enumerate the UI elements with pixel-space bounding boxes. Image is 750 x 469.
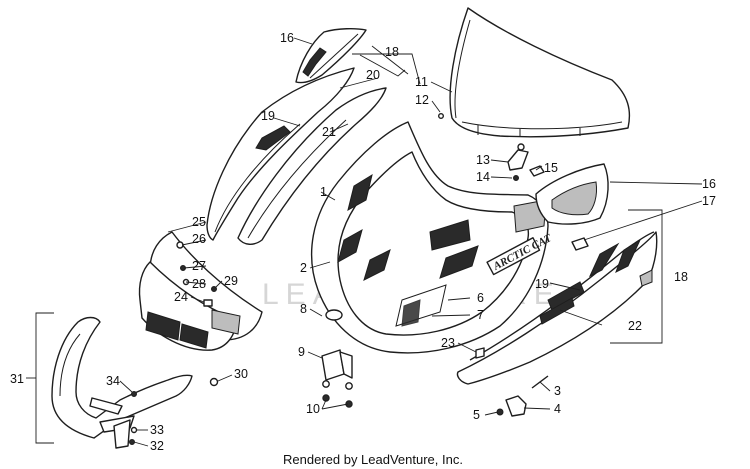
nut-32-icon [129, 439, 135, 445]
hinge-bracket-9[interactable] [321, 349, 353, 408]
callout-1[interactable]: 1 [320, 185, 327, 199]
callout-12[interactable]: 12 [415, 93, 429, 107]
callout-18[interactable]: 18 [385, 45, 399, 59]
left-side-trim[interactable] [206, 67, 355, 241]
callout-13[interactable]: 13 [476, 153, 490, 167]
callout-33[interactable]: 33 [150, 423, 164, 437]
callout-21[interactable]: 21 [322, 125, 336, 139]
mount-bracket-4[interactable] [496, 375, 549, 417]
windshield-screw-icon [438, 112, 445, 119]
nut-34-icon [131, 391, 137, 397]
callout-8[interactable]: 8 [300, 302, 307, 316]
bolt-15[interactable] [529, 165, 545, 177]
clip-17[interactable] [571, 237, 589, 251]
callout-10[interactable]: 10 [306, 402, 320, 416]
callout-32[interactable]: 32 [150, 439, 164, 453]
front-bumper[interactable] [51, 316, 193, 449]
footer-credit: Rendered by LeadVenture, Inc. [283, 452, 463, 467]
callout-25[interactable]: 25 [192, 215, 206, 229]
callout-34[interactable]: 34 [106, 374, 120, 388]
callout-26[interactable]: 26 [192, 232, 206, 246]
callout-11[interactable]: 11 [415, 75, 428, 89]
callout-16-right[interactable]: 16 [702, 177, 716, 191]
callout-31[interactable]: 31 [10, 372, 24, 386]
callout-18-right[interactable]: 18 [674, 270, 688, 284]
callout-16[interactable]: 16 [280, 31, 294, 45]
callout-5[interactable]: 5 [473, 408, 480, 422]
hood[interactable]: ARCTIC CAT [311, 121, 555, 354]
callout-19[interactable]: 19 [261, 109, 275, 123]
callout-2[interactable]: 2 [300, 261, 307, 275]
callout-24[interactable]: 24 [174, 290, 188, 304]
callout-9[interactable]: 9 [298, 345, 305, 359]
right-vent-panel[interactable] [535, 163, 609, 225]
windshield[interactable] [438, 7, 631, 138]
right-side-panel[interactable] [456, 231, 658, 385]
leader-lines [26, 37, 703, 447]
callout-20[interactable]: 20 [366, 68, 380, 82]
clip-24 [203, 299, 213, 307]
washer-30-icon [209, 377, 219, 387]
callout-3[interactable]: 3 [554, 384, 561, 398]
callout-7[interactable]: 7 [477, 308, 484, 322]
callouts: 16 18 20 19 21 1 2 8 11 12 13 14 15 16 1… [10, 31, 716, 453]
callout-30[interactable]: 30 [234, 367, 248, 381]
callout-14[interactable]: 14 [476, 170, 490, 184]
hood-emblem-icon [325, 309, 343, 321]
nut-14-icon [513, 175, 519, 181]
callout-19-right[interactable]: 19 [535, 277, 549, 291]
callout-27[interactable]: 27 [192, 259, 206, 273]
callout-28[interactable]: 28 [192, 277, 206, 291]
callout-17[interactable]: 17 [702, 194, 716, 208]
bolt-33-icon [130, 426, 138, 434]
left-inner-trim[interactable] [237, 87, 387, 245]
callout-29[interactable]: 29 [224, 274, 238, 288]
screw-23[interactable] [475, 347, 485, 359]
bracket-13[interactable] [507, 143, 545, 181]
callout-15[interactable]: 15 [544, 161, 558, 175]
callout-6[interactable]: 6 [477, 291, 484, 305]
nose-cone[interactable] [138, 231, 263, 387]
callout-4[interactable]: 4 [554, 402, 561, 416]
callout-22[interactable]: 22 [628, 319, 642, 333]
top-vent-cap[interactable] [295, 27, 367, 84]
callout-23[interactable]: 23 [441, 336, 455, 350]
